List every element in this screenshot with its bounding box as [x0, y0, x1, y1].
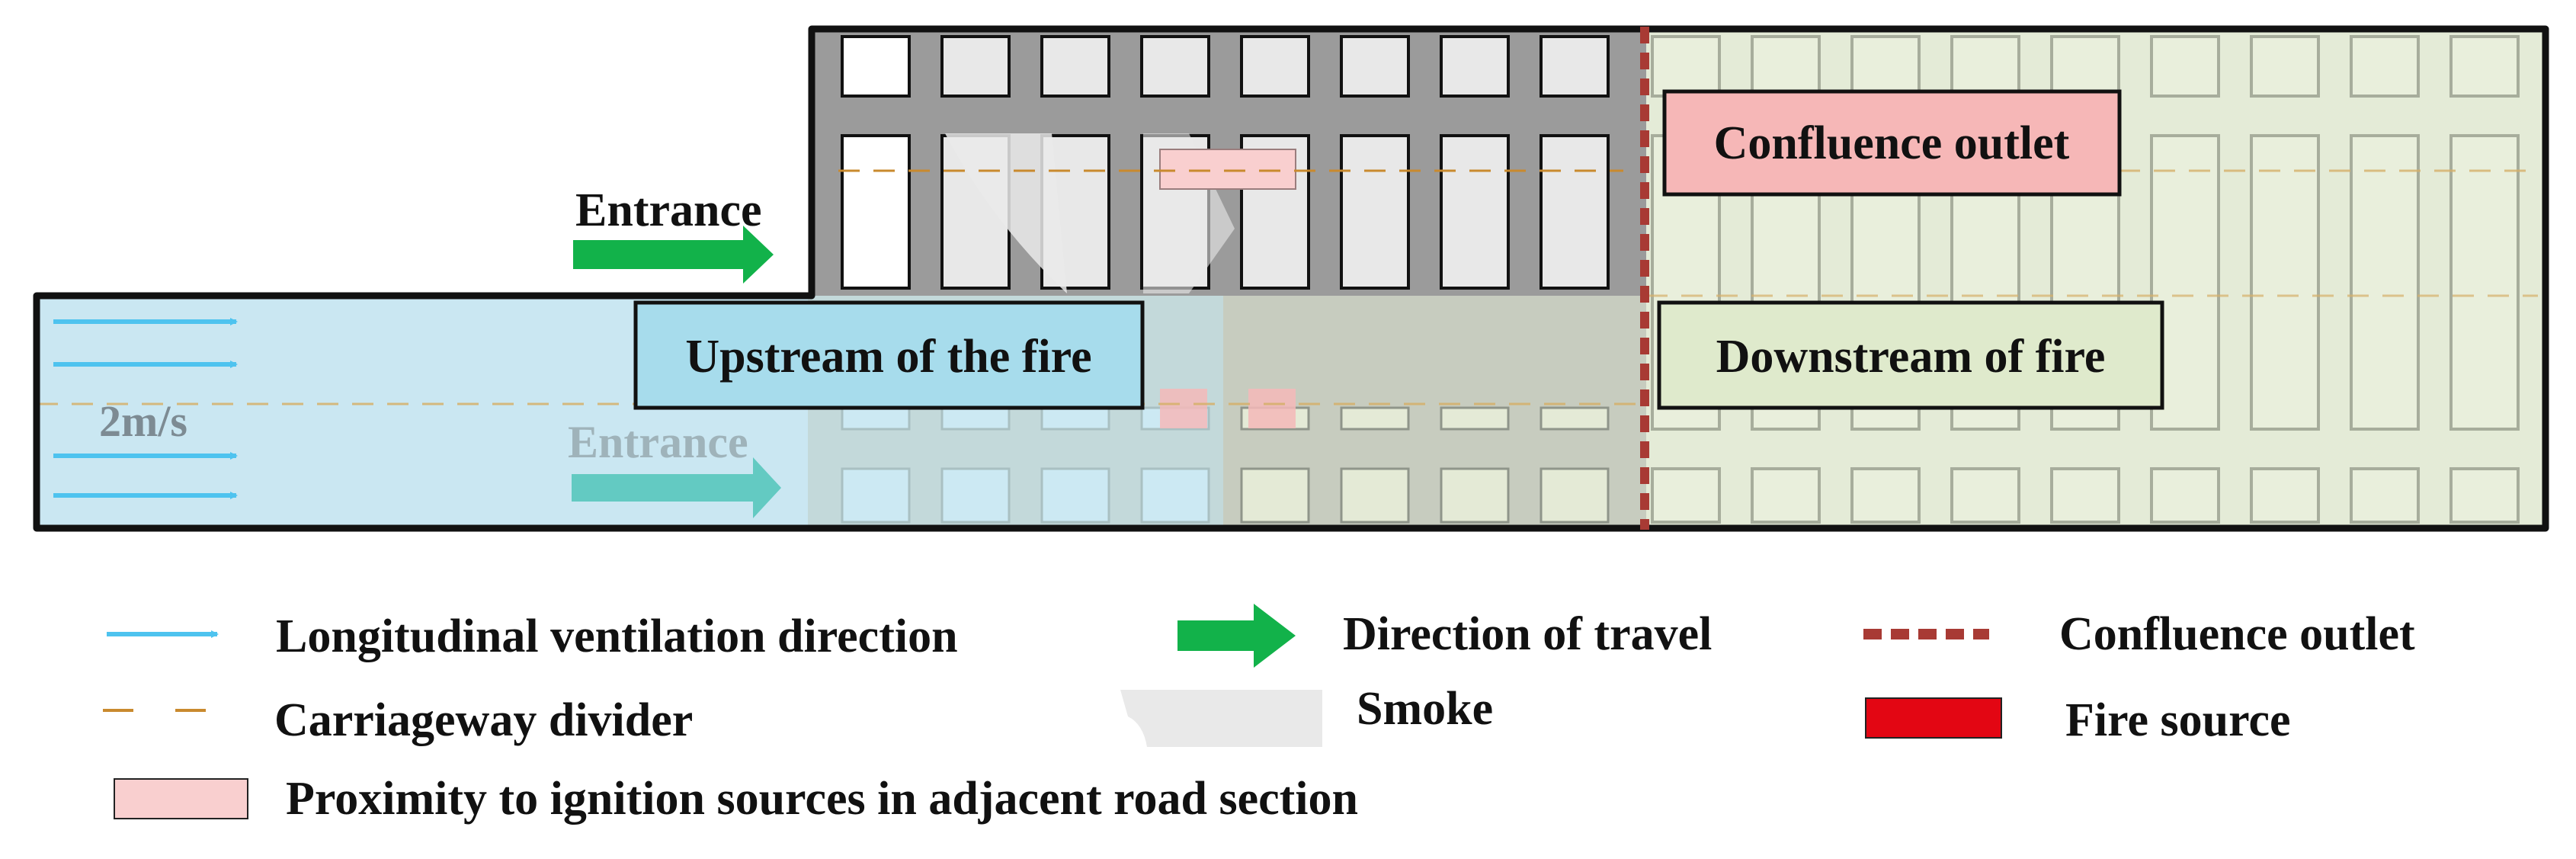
- grid-cell: [1240, 35, 1310, 98]
- grid-cell: [2449, 35, 2520, 98]
- legend-travel: Direction of travel: [1343, 608, 1712, 660]
- grid-cell: [2050, 467, 2120, 524]
- smoke-patch-upper: [945, 133, 1067, 293]
- grid-cell: [1340, 406, 1410, 431]
- confluence-box: Confluence outlet: [1662, 89, 2122, 197]
- upstream-box: Upstream of the fire: [633, 300, 1145, 410]
- block-arrow-icon: [573, 226, 774, 284]
- legend-confluence: Confluence outlet: [2059, 608, 2415, 660]
- grid-cell: [1950, 467, 2020, 524]
- legend-divider: Carriageway divider: [274, 694, 693, 746]
- legend-fire: Fire source: [2065, 694, 2291, 746]
- grid-cell: [1540, 467, 1610, 524]
- grid-cell: [1440, 35, 1510, 98]
- grid-cell: [1340, 35, 1410, 98]
- grid-cell: [1540, 406, 1610, 431]
- grid-cell: [1540, 134, 1610, 290]
- grid-cell: [1950, 35, 2020, 98]
- legend-proximity: Proximity to ignition sources in adjacen…: [286, 773, 1358, 825]
- grid-cell: [1140, 35, 1210, 98]
- grid-cell: [2150, 467, 2220, 524]
- legend-ventilation: Longitudinal ventilation direction: [276, 611, 958, 662]
- entrance-label-lower: Entrance: [568, 417, 748, 467]
- grid-cell: [1440, 134, 1510, 290]
- grid-cell: [940, 35, 1011, 98]
- smoke-swatch-icon: [1120, 690, 1322, 747]
- entrance-label-upper: Entrance: [575, 184, 762, 236]
- speed-label: 2m/s: [99, 396, 187, 446]
- legend: Longitudinal ventilation direction Direc…: [103, 604, 2415, 825]
- grid-cell: [1240, 467, 1310, 524]
- grid-cell: [2350, 35, 2420, 98]
- grid-cell: [2050, 35, 2120, 98]
- grid-cell: [1340, 134, 1410, 290]
- grid-cell: [2250, 134, 2320, 431]
- grid-cell: [841, 35, 911, 98]
- fire-source-swatch-icon: [1865, 697, 2002, 739]
- grid-cell: [2449, 467, 2520, 524]
- grid-cell: [2250, 35, 2320, 98]
- block-arrow-icon: [572, 457, 781, 518]
- grid-cell: [1440, 406, 1510, 431]
- proximity-swatch-icon: [114, 778, 248, 819]
- upper-tunnel-cells: [841, 35, 1610, 290]
- downstream-box: Downstream of fire: [1657, 300, 2164, 410]
- grid-cell: [2350, 467, 2420, 524]
- grid-cell: [1751, 467, 1821, 524]
- grid-cell: [2250, 467, 2320, 524]
- grid-cell: [1540, 35, 1610, 98]
- grid-cell: [2449, 134, 2520, 431]
- grid-cell: [1340, 467, 1410, 524]
- legend-smoke: Smoke: [1357, 683, 1493, 735]
- grid-cell: [1040, 35, 1110, 98]
- proximity-marker-upper: [1159, 149, 1296, 190]
- lower-tunnel: 2m/s Entrance: [37, 296, 1646, 528]
- grid-cell: [1651, 35, 1721, 98]
- ventilation-arrows: [53, 318, 238, 499]
- upper-tunnel: [812, 29, 1646, 296]
- proximity-marker-lower-2: [1248, 389, 1296, 428]
- grid-cell: [1651, 467, 1721, 524]
- block-arrow-icon: [1177, 604, 1296, 668]
- grid-cell: [1850, 35, 1921, 98]
- upstream-label: Upstream of the fire: [685, 331, 1091, 383]
- proximity-marker-lower-1: [1160, 389, 1207, 428]
- grid-cell: [1440, 467, 1510, 524]
- confluence-label: Confluence outlet: [1714, 117, 2070, 169]
- downstream-label: Downstream of fire: [1716, 331, 2106, 383]
- grid-cell: [841, 134, 911, 290]
- grid-cell: [1850, 467, 1921, 524]
- grid-cell: [2350, 134, 2420, 431]
- tunnel-walls: [33, 25, 2549, 532]
- grid-cell: [2150, 35, 2220, 98]
- grid-cell: [1751, 35, 1821, 98]
